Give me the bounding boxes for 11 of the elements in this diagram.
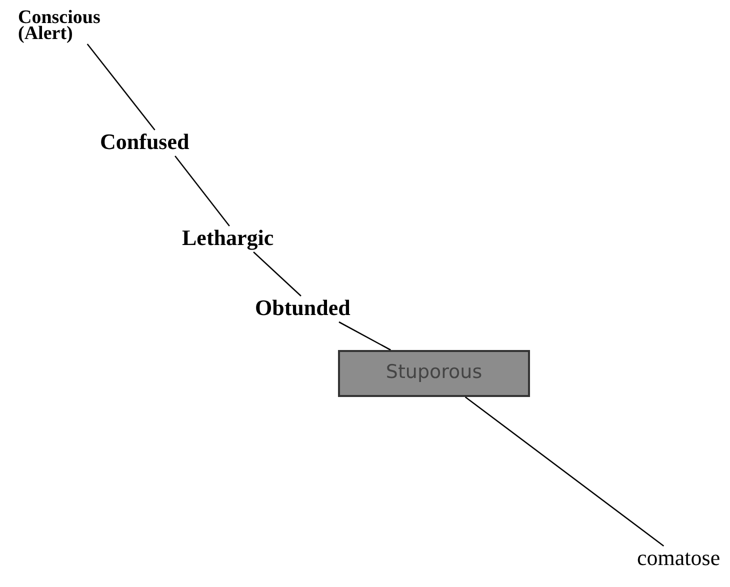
connector-line — [86, 44, 156, 130]
connector-line — [253, 252, 302, 296]
connector-line — [174, 156, 230, 226]
connector-line — [338, 321, 391, 351]
stage-box: Stuporous — [338, 350, 530, 397]
stage-label: Conscious (Alert) — [18, 10, 130, 44]
stage-label: Obtunded — [255, 296, 375, 322]
stage-label: Lethargic — [182, 226, 297, 252]
stage-label: Confused — [100, 130, 230, 156]
connector-line — [464, 396, 664, 547]
stage-label: comatose — [637, 546, 725, 572]
